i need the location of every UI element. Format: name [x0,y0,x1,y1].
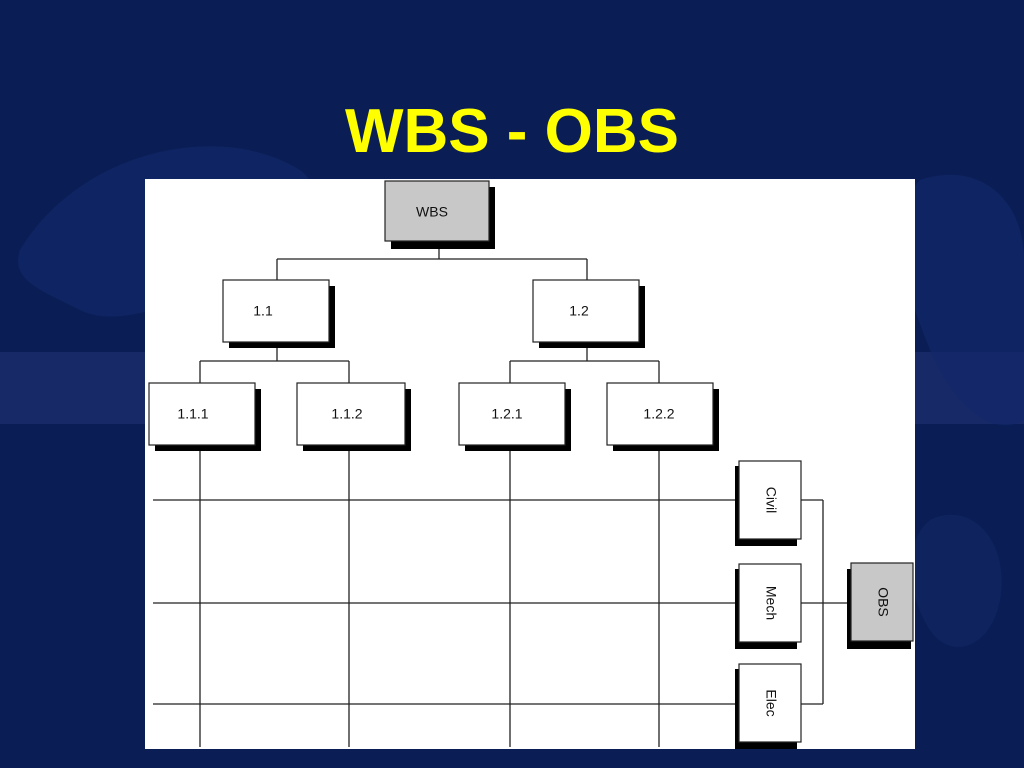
node-box [384,180,490,242]
obs-root-node: OBS [847,562,914,649]
node-label: 1.2 [569,303,589,319]
node-box [738,460,802,540]
matrix-grid [153,444,849,747]
wbs-node-1-1: 1.1 [222,279,335,348]
wbs-node-1-2-2: 1.2.2 [606,382,719,451]
wbs-tree-connectors [199,241,660,383]
node-label: 1.2.1 [491,406,522,422]
node-box [458,382,566,446]
wbs-root-node: WBS [384,180,495,249]
node-label: Elec [763,689,779,716]
diagram-panel: WBS 1.1 1.2 1.1.1 1.1.2 1.2.1 [145,179,915,749]
background-map-shape [911,514,1002,647]
node-box [850,562,914,642]
node-label: 1.1 [253,303,273,319]
node-box [296,382,406,446]
obs-unit-civil: Civil [735,460,802,546]
node-box [222,279,330,343]
wbs-node-1-1-2: 1.1.2 [296,382,411,451]
node-box [532,279,640,343]
node-label: WBS [416,204,448,220]
node-box [738,663,802,743]
node-label: 1.1.1 [177,406,208,422]
node-label: 1.1.2 [331,406,362,422]
wbs-node-1-2: 1.2 [532,279,645,348]
obs-unit-elec: Elec [735,663,802,749]
obs-unit-mech: Mech [735,563,802,649]
node-label: OBS [875,587,891,617]
background-map-shape [900,174,1024,426]
node-label: 1.2.2 [643,406,674,422]
slide-title: WBS - OBS [344,97,680,166]
wbs-node-1-2-1: 1.2.1 [458,382,571,451]
node-box [148,382,256,446]
wbs-node-1-1-1: 1.1.1 [148,382,261,451]
node-label: Mech [763,586,779,620]
node-box [738,563,802,643]
node-box [606,382,714,446]
node-label: Civil [763,487,779,513]
wbs-obs-diagram: WBS 1.1 1.2 1.1.1 1.1.2 1.2.1 [148,180,914,749]
